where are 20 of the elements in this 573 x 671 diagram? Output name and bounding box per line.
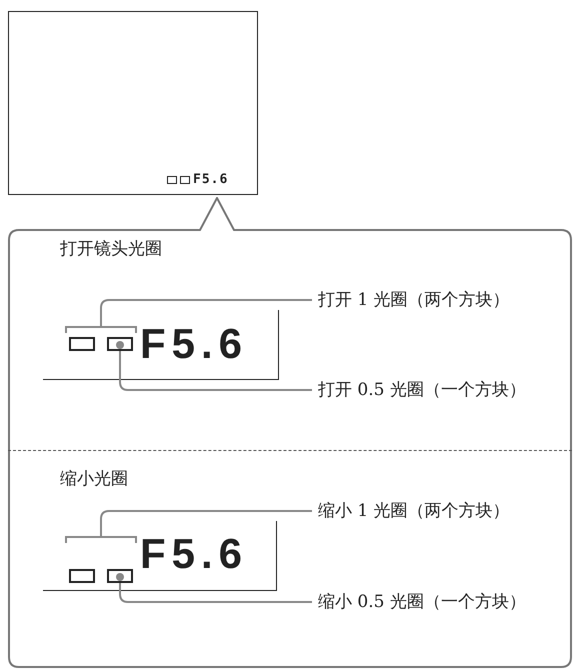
indicator-square xyxy=(69,337,95,351)
bracket xyxy=(65,326,137,333)
callout-label: 缩小 1 光圈（两个方块） xyxy=(312,500,510,522)
section-heading: 打开镜头光圈 xyxy=(60,238,162,260)
section-heading: 缩小光圈 xyxy=(60,468,128,490)
callout-label: 打开 0.5 光圈（一个方块） xyxy=(312,379,526,401)
leader-line xyxy=(100,510,312,536)
aperture-readout: F5.6 xyxy=(140,529,248,579)
aperture-readout: F5.6 xyxy=(140,319,248,369)
indicator-square xyxy=(107,569,133,583)
aperture-readout: F5.6 xyxy=(193,172,228,187)
leader-line xyxy=(100,299,312,326)
callout-label: 缩小 0.5 光圈（一个方块） xyxy=(312,591,526,613)
leader-line xyxy=(116,341,312,391)
bracket xyxy=(65,536,137,543)
callout-label: 打开 1 光圈（两个方块） xyxy=(312,289,510,311)
viewfinder-screen xyxy=(8,11,258,195)
indicator-square xyxy=(107,337,133,351)
leader-line xyxy=(116,573,312,603)
indicator-square xyxy=(69,569,95,583)
